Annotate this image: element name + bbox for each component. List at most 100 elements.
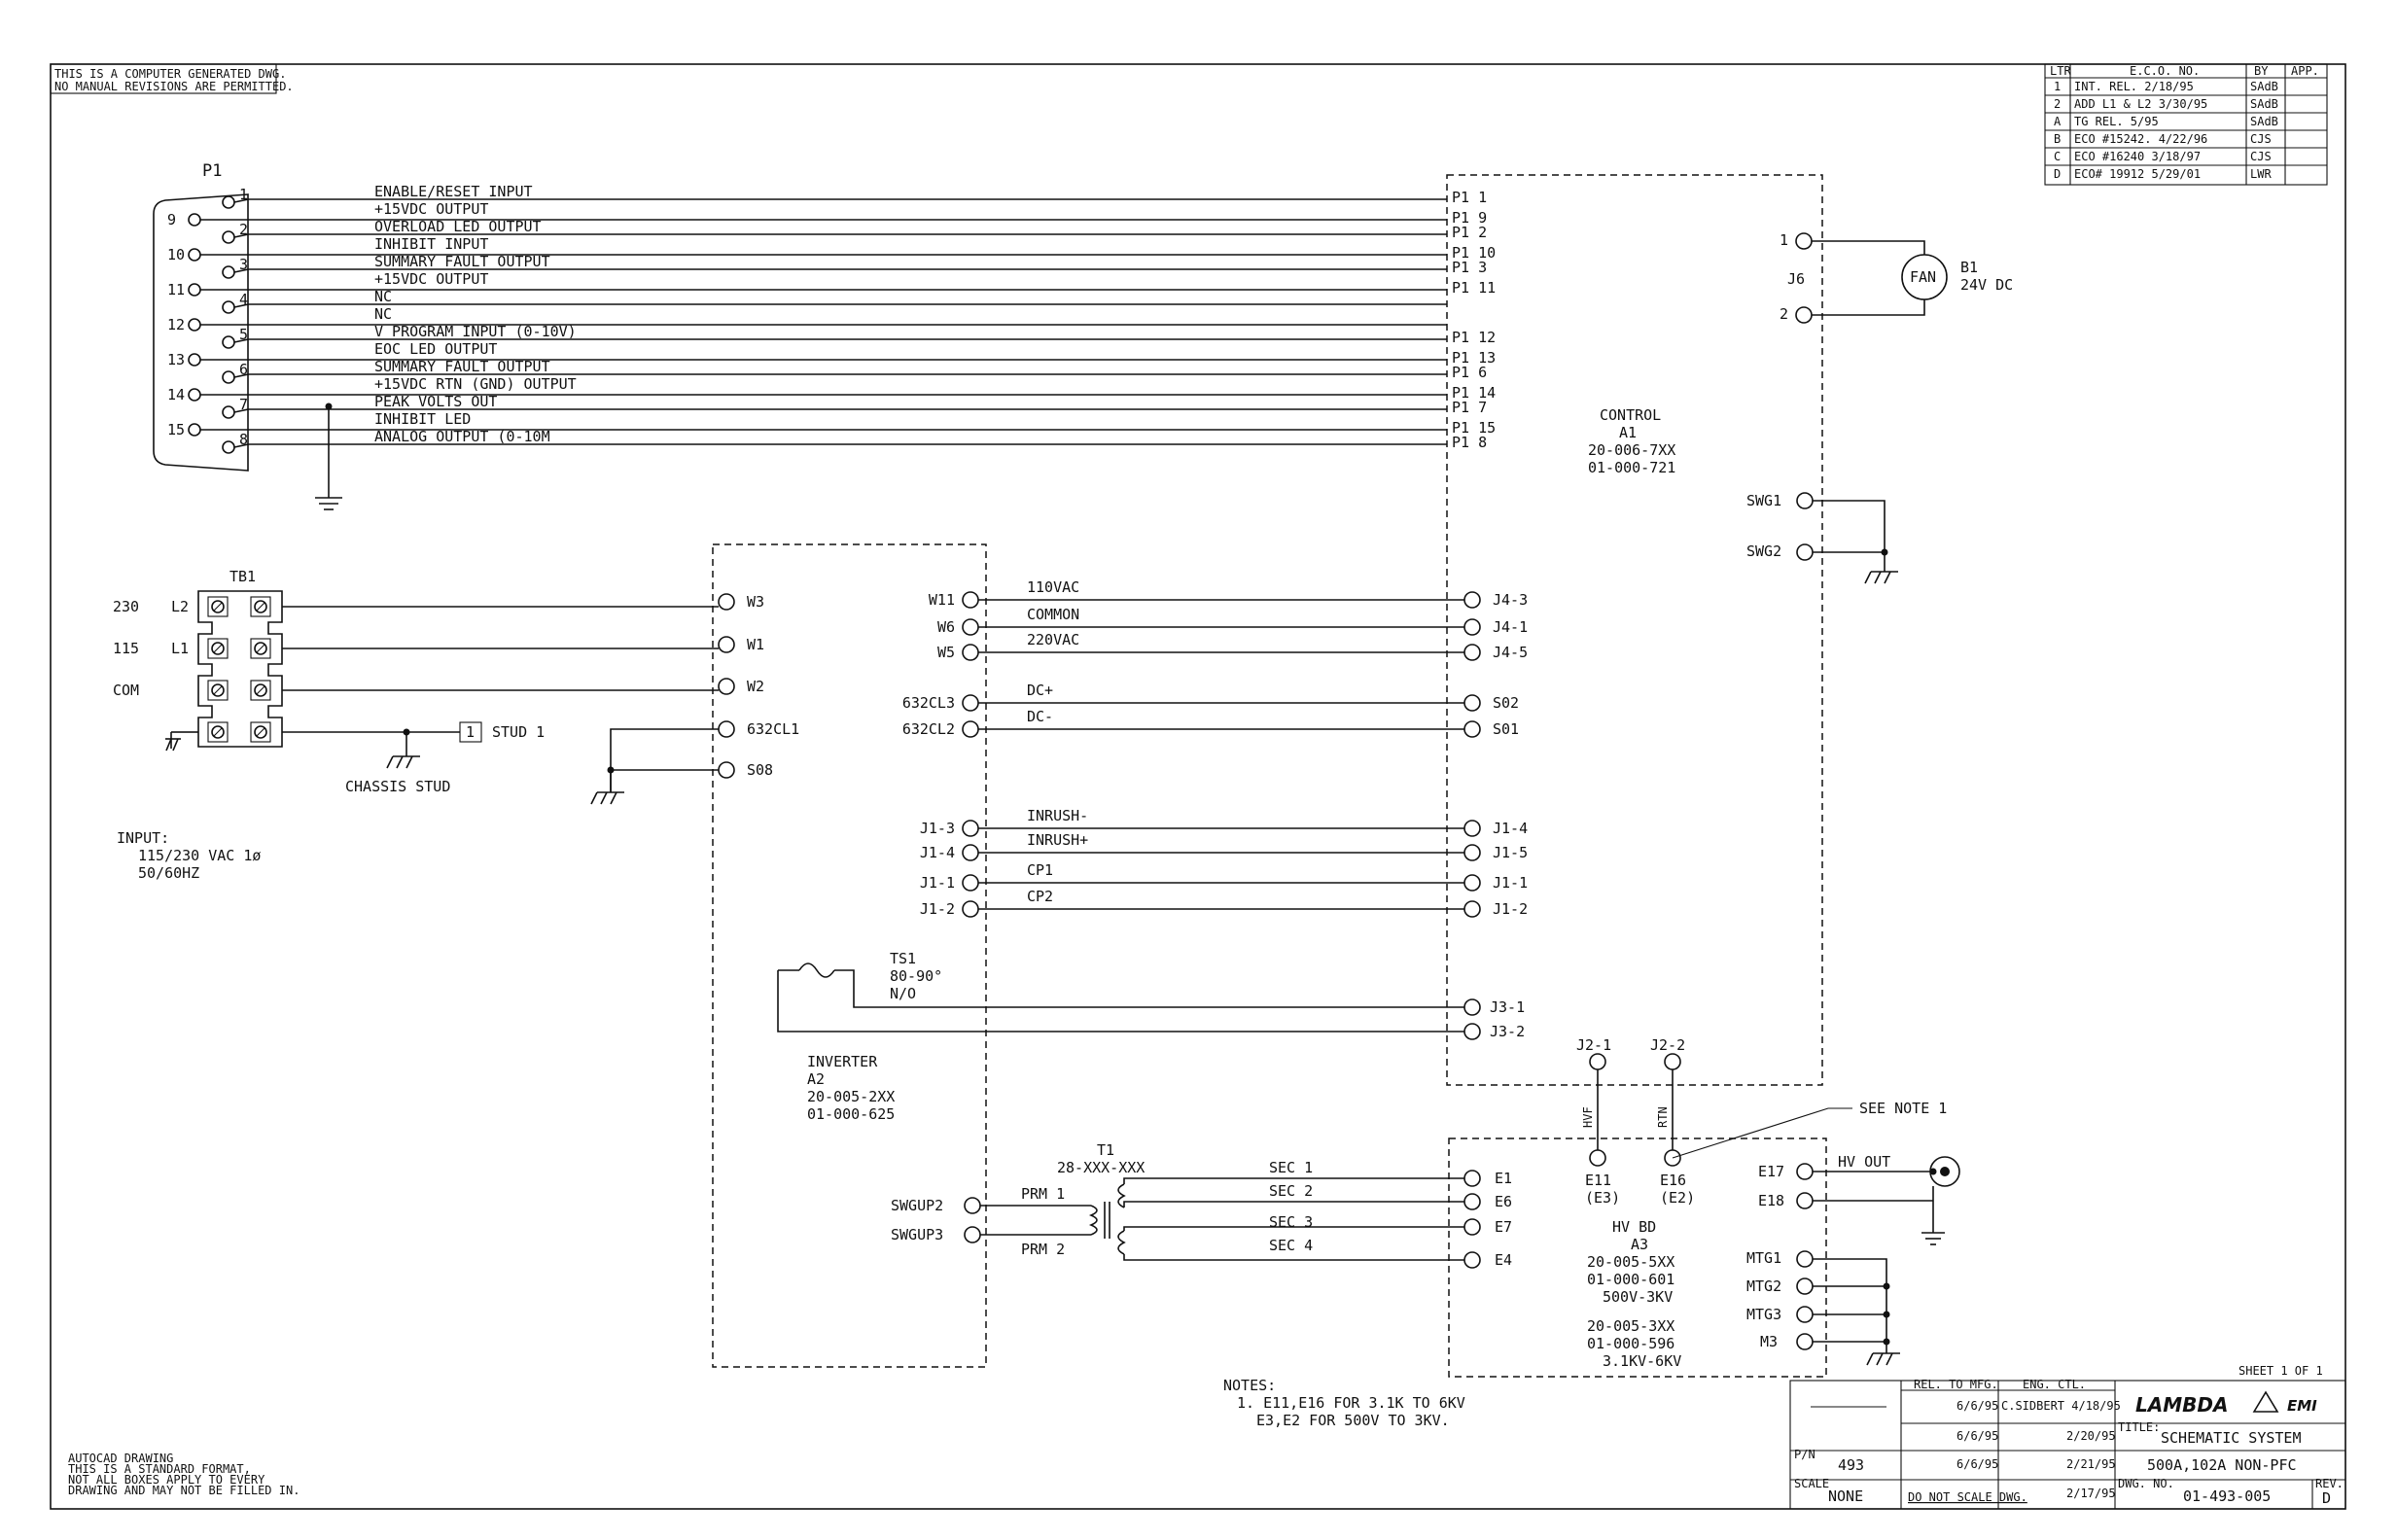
tb1-screw — [250, 680, 271, 701]
p1-signal-wire — [233, 233, 1447, 238]
svg-text:NONE: NONE — [1828, 1488, 1863, 1505]
revision-letter: D — [2054, 167, 2061, 181]
tb1-screw-head — [211, 725, 225, 739]
p1-destination-pin: P1 11 — [1452, 279, 1496, 297]
control-pin-label: S02 — [1493, 694, 1519, 712]
svg-text:(E3): (E3) — [1585, 1189, 1620, 1207]
chassis-stud: 1 STUD 1 CHASSIS STUD — [165, 721, 545, 795]
control-pin-label: J1-5 — [1493, 844, 1528, 861]
wire-label: INRUSH+ — [1027, 831, 1088, 849]
svg-text:LAMBDA: LAMBDA — [2135, 1393, 2228, 1417]
wire-label: INRUSH- — [1027, 807, 1088, 824]
inverter-input-pin — [718, 720, 735, 738]
svg-text:E7: E7 — [1495, 1218, 1512, 1236]
p1-destination-pin: P1 3 — [1452, 259, 1487, 276]
svg-text:24V DC: 24V DC — [1960, 276, 2013, 294]
p1-connector: P1 — [153, 161, 249, 472]
tb1-screw-head — [211, 600, 225, 613]
svg-text:SWGUP3: SWGUP3 — [891, 1226, 943, 1243]
control-pin — [1463, 844, 1481, 861]
inverter-input-pin — [718, 593, 735, 611]
terminal-block-tb1: TB1 — [197, 568, 283, 748]
inverter-output-pin-label: J1-3 — [920, 820, 955, 837]
autocad-notice: AUTOCAD DRAWING THIS IS A STANDARD FORMA… — [68, 1452, 300, 1497]
p1-pin — [222, 265, 235, 279]
inverter-output-pin-label: 632CL3 — [902, 694, 955, 712]
revision-eco: TG REL. 5/95 — [2074, 115, 2159, 128]
revision-by: SAdB — [2250, 80, 2278, 93]
p1-destination-pin: P1 13 — [1452, 349, 1496, 367]
p1-pin — [222, 405, 235, 419]
control-pin-label: J4-1 — [1493, 618, 1528, 636]
p1-pin — [222, 335, 235, 349]
tb1-voltage-label: 115 — [113, 640, 139, 657]
svg-text:PRM 1: PRM 1 — [1021, 1185, 1065, 1203]
svg-text:SEC 4: SEC 4 — [1269, 1237, 1313, 1254]
tb1-screw-head — [254, 642, 267, 655]
inverter-output-pin — [962, 820, 979, 837]
p1-signal-name: OVERLOAD LED OUTPUT — [374, 218, 542, 235]
p1-destination-pin: P1 6 — [1452, 364, 1487, 381]
inverter-input-pin-label: W3 — [747, 593, 764, 611]
revision-letter: A — [2054, 115, 2062, 128]
svg-text:HVF: HVF — [1581, 1106, 1595, 1128]
inverter-output-pin — [962, 644, 979, 661]
control-board-label: CONTROL A1 20-006-7XX 01-000-721 — [1588, 406, 1675, 476]
control-pin-label: J1-4 — [1493, 820, 1528, 837]
svg-text:P1: P1 — [202, 161, 222, 181]
tb1-screw — [207, 596, 229, 617]
svg-text:SEC 1: SEC 1 — [1269, 1159, 1313, 1176]
svg-text:TB1: TB1 — [229, 568, 256, 585]
revision-letter: 1 — [2054, 80, 2061, 93]
tb1-screw-slot — [213, 685, 223, 695]
svg-text:80-90°: 80-90° — [890, 967, 942, 985]
svg-text:6/6/95: 6/6/95 — [1956, 1399, 1998, 1413]
hv-board: J2-1 J2-2 HVF RTN E11 (E3) E16 (E2) SEE … — [1576, 1036, 1960, 1370]
tb1-screw-head — [254, 600, 267, 613]
svg-text:N/O: N/O — [890, 985, 916, 1002]
svg-text:INPUT:: INPUT: — [117, 829, 169, 847]
input-spec: INPUT: 115/230 VAC 1ø 50/60HZ — [117, 829, 261, 882]
svg-text:TS1: TS1 — [890, 950, 916, 967]
svg-text:SEC 3: SEC 3 — [1269, 1213, 1313, 1231]
svg-text:20-005-3XX: 20-005-3XX — [1587, 1317, 1674, 1335]
svg-text:A1: A1 — [1619, 424, 1637, 441]
svg-text:E11: E11 — [1585, 1172, 1611, 1189]
tb1-screw-slot — [256, 644, 265, 653]
p1-signal-name: ENABLE/RESET INPUT — [374, 183, 533, 200]
svg-text:DO NOT SCALE DWG.: DO NOT SCALE DWG. — [1908, 1490, 2027, 1504]
svg-text:E16: E16 — [1660, 1172, 1686, 1189]
svg-text:A2: A2 — [807, 1070, 825, 1088]
revision-by: SAdB — [2250, 115, 2278, 128]
svg-text:01-000-721: 01-000-721 — [1588, 459, 1675, 476]
p1-pin-number: 10 — [167, 246, 185, 263]
control-pin — [1463, 618, 1481, 636]
p1-pin-number: 13 — [167, 351, 185, 368]
svg-text:TITLE:: TITLE: — [2118, 1420, 2160, 1434]
svg-text:50/60HZ: 50/60HZ — [138, 864, 199, 882]
svg-text:J3-2: J3-2 — [1490, 1023, 1525, 1040]
svg-text:2/17/95: 2/17/95 — [2066, 1487, 2116, 1500]
control-pin — [1463, 694, 1481, 712]
tb1-screw — [207, 721, 229, 743]
control-pin-label: J4-5 — [1493, 644, 1528, 661]
svg-text:HV BD: HV BD — [1612, 1218, 1656, 1236]
p1-signal-wire — [233, 408, 1447, 413]
p1-destination-pin: P1 9 — [1452, 209, 1487, 227]
svg-text:E4: E4 — [1495, 1251, 1512, 1269]
p1-signal-wire — [233, 268, 1447, 273]
svg-text:SEC 2: SEC 2 — [1269, 1182, 1313, 1200]
wire-label: 220VAC — [1027, 631, 1079, 648]
revision-letter: 2 — [2054, 97, 2061, 111]
svg-text:SWGUP2: SWGUP2 — [891, 1197, 943, 1214]
p1-pin — [188, 213, 201, 227]
revision-eco: ECO# 19912 5/29/01 — [2074, 167, 2201, 181]
svg-text:SCHEMATIC SYSTEM: SCHEMATIC SYSTEM — [2161, 1429, 2302, 1447]
svg-text:REV.: REV. — [2315, 1477, 2344, 1490]
tb1-screw — [250, 721, 271, 743]
p1-pin-number: 5 — [239, 326, 248, 343]
inverter-board-outline — [712, 543, 987, 1368]
